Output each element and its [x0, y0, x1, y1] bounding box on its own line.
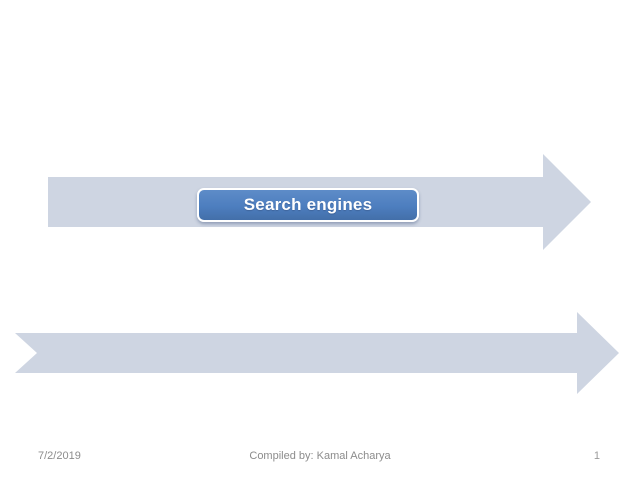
footer-credit: Compiled by: Kamal Acharya — [249, 450, 391, 462]
footer-date: 7/2/2019 — [38, 450, 81, 462]
search-engines-button[interactable]: Search engines — [197, 188, 419, 222]
slide-footer: 7/2/2019 Compiled by: Kamal Acharya 1 — [0, 450, 640, 464]
footer-page-number: 1 — [593, 450, 600, 462]
bottom-right-arrow-shape — [15, 312, 619, 394]
search-engines-button-label: Search engines — [243, 195, 373, 214]
